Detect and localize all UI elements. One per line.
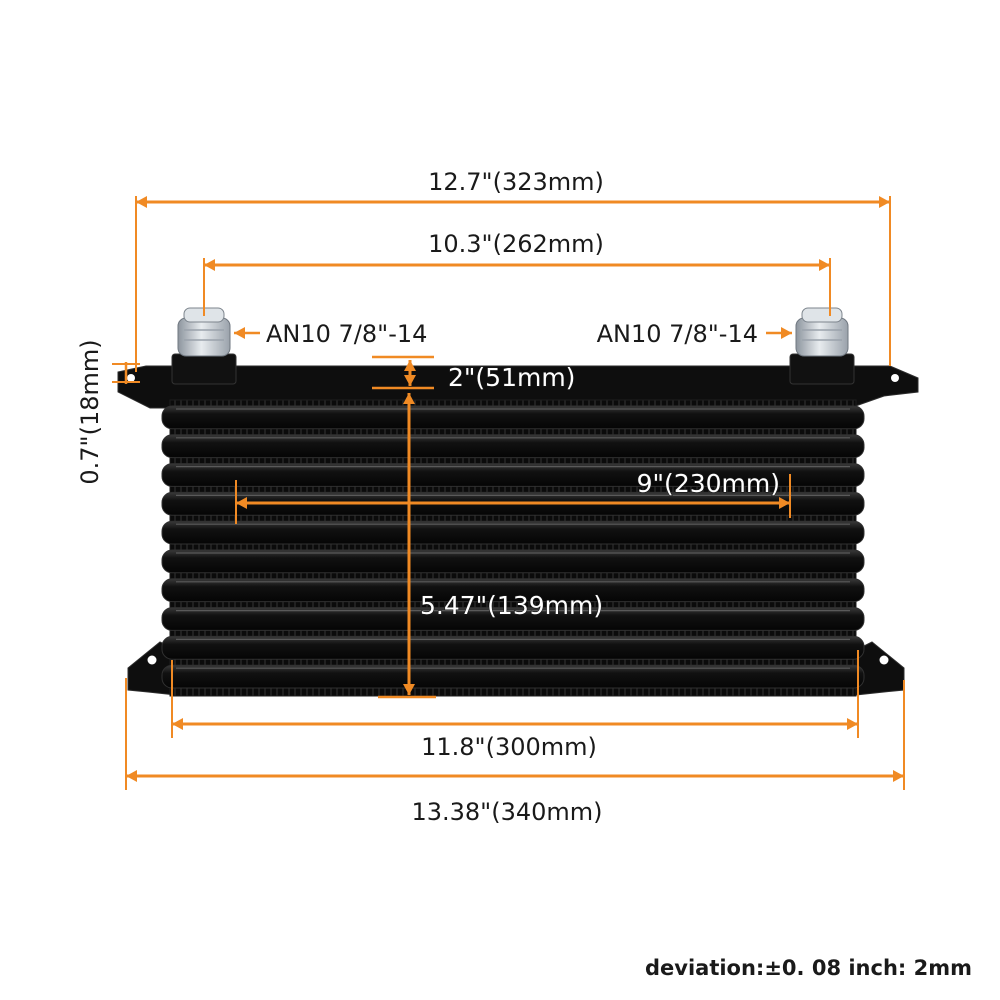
right-fitting-pointer-arrow [781,327,792,339]
core-inner-width-arrow-right [779,497,790,509]
overall-bracket-width-arrow-left [136,196,147,208]
left-fitting-pointer-arrow [234,327,245,339]
overall-bracket-width-label: 12.7"(323mm) [428,168,604,196]
an-fitting-icon [789,307,855,385]
core-inner-width-arrow-left [236,497,247,509]
fitting-offset-arrow-bottom [404,375,416,386]
cooler-row [161,434,865,459]
overall-width-arrow-left [126,770,137,782]
cooler-row [161,607,865,631]
core-width-label: 11.8"(300mm) [421,733,597,761]
core-height-arrow-top [403,393,415,404]
an-fitting-icon [171,307,237,385]
cooler-row [161,635,865,660]
core-width-arrow-right [847,718,858,730]
cooler-row [161,578,865,603]
overall-bracket-width-arrow-right [879,196,890,208]
right-fitting-label: AN10 7/8"-14 [597,320,758,348]
mounting-hole-icon [147,655,157,665]
overall-width-label: 13.38"(340mm) [411,798,602,826]
cooler-row [161,549,865,574]
left-fitting-label: AN10 7/8"-14 [266,320,427,348]
core-width-arrow-left [172,718,183,730]
dimension-lines [112,196,905,790]
cooler-rows [161,405,865,689]
core-inner-width-label: 9"(230mm) [637,469,780,498]
fitting-spacing-arrow-right [819,259,830,271]
fitting-offset-label: 2"(51mm) [448,363,575,392]
top-mounting-bracket [117,365,919,409]
cooler-row [161,520,865,545]
cooler-row [161,664,865,689]
cooler-row [161,405,865,430]
core-height-arrow-bottom [403,684,415,695]
overall-width-arrow-right [893,770,904,782]
fitting-spacing-label: 10.3"(262mm) [428,230,604,258]
deviation-note: deviation:±0. 08 inch: 2mm [644,956,972,980]
mounting-hole-icon [891,374,899,382]
mounting-hole-icon [879,655,889,665]
fitting-offset-arrow-top [404,360,416,371]
cooler-row [161,463,865,487]
fitting-spacing-arrow-left [204,259,215,271]
oil-cooler [117,307,919,697]
bracket-thickness-label: 0.7"(18mm) [76,339,104,484]
mounting-hole-icon [127,374,135,382]
core-height-label: 5.47"(139mm) [420,591,603,620]
